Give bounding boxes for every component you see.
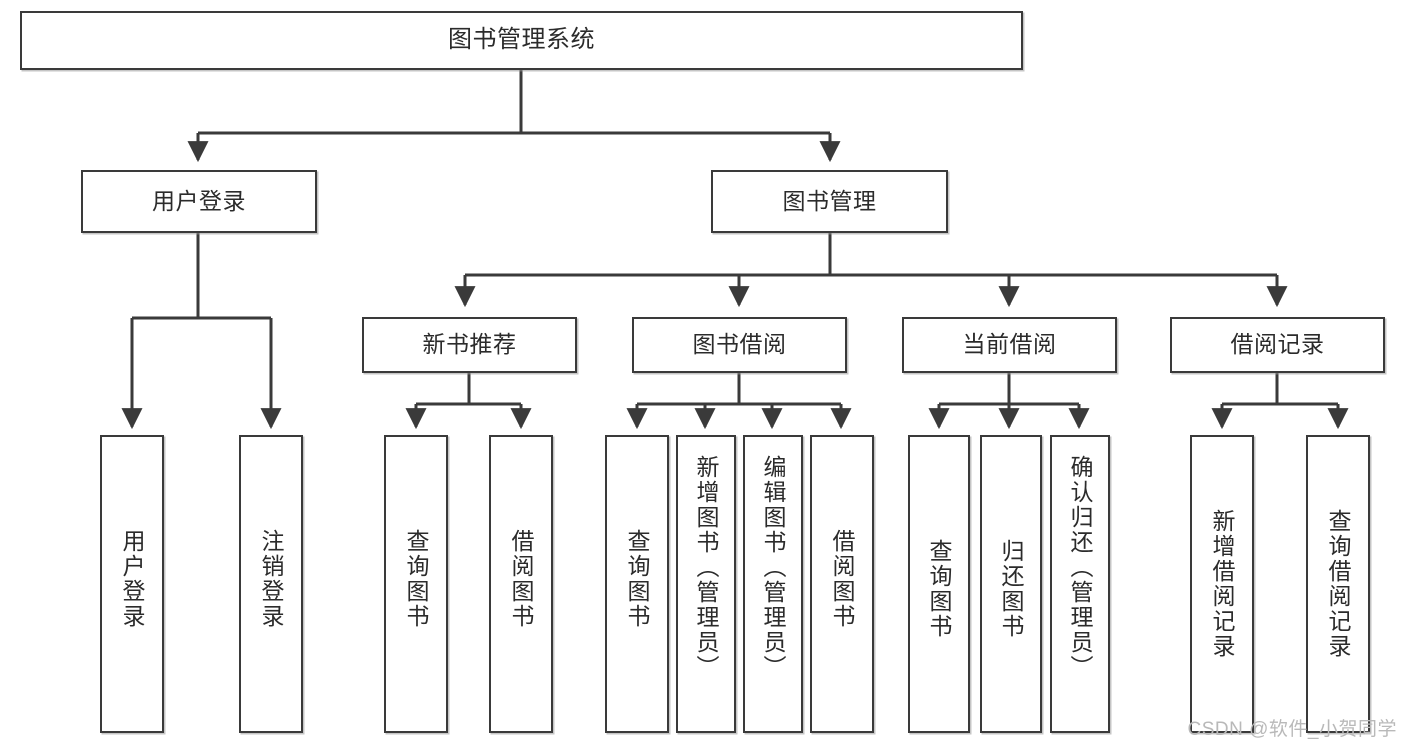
- node-book-manage-label: 图书管理: [782, 187, 877, 214]
- node-borrow-record[interactable]: 借阅记录: [1170, 317, 1385, 373]
- leaf-user-login-label: 用户登录: [119, 529, 146, 629]
- leaf-logout-login-label: 注销登录: [258, 529, 285, 629]
- leaf-add-record[interactable]: 新增借阅记录: [1190, 435, 1254, 733]
- node-new-book-recommend-label: 新书推荐: [422, 331, 517, 358]
- leaf-return-book-label: 归还图书: [998, 539, 1025, 639]
- node-borrow-record-label: 借阅记录: [1230, 331, 1325, 358]
- leaf-user-login[interactable]: 用户登录: [100, 435, 164, 733]
- node-root-label: 图书管理系统: [448, 26, 595, 54]
- leaf-edit-book-label: 编辑图书（管理员）: [760, 455, 787, 680]
- node-new-book-recommend[interactable]: 新书推荐: [362, 317, 577, 373]
- node-current-borrow-label: 当前借阅: [962, 331, 1057, 358]
- leaf-query-book-1-label: 查询图书: [403, 529, 430, 629]
- leaf-query-book-2-label: 查询图书: [624, 529, 651, 629]
- leaf-logout-login[interactable]: 注销登录: [239, 435, 303, 733]
- node-book-borrow[interactable]: 图书借阅: [632, 317, 847, 373]
- watermark-text: CSDN @软件_小贺同学: [1187, 719, 1397, 740]
- leaf-confirm-return-label: 确认归还（管理员）: [1067, 455, 1094, 680]
- node-book-borrow-label: 图书借阅: [692, 331, 787, 358]
- node-user-login-label: 用户登录: [152, 187, 246, 214]
- leaf-borrow-book-1[interactable]: 借阅图书: [489, 435, 553, 733]
- leaf-query-book-3-label: 查询图书: [926, 539, 953, 639]
- leaf-add-book[interactable]: 新增图书（管理员）: [676, 435, 736, 733]
- leaf-edit-book[interactable]: 编辑图书（管理员）: [743, 435, 803, 733]
- leaf-return-book[interactable]: 归还图书: [980, 435, 1042, 733]
- leaf-borrow-book-2[interactable]: 借阅图书: [810, 435, 874, 733]
- node-current-borrow[interactable]: 当前借阅: [902, 317, 1117, 373]
- leaf-confirm-return[interactable]: 确认归还（管理员）: [1050, 435, 1110, 733]
- leaf-query-record[interactable]: 查询借阅记录: [1306, 435, 1370, 733]
- leaf-borrow-book-2-label: 借阅图书: [829, 529, 856, 629]
- leaf-borrow-book-1-label: 借阅图书: [508, 529, 535, 629]
- leaf-add-record-label: 新增借阅记录: [1209, 509, 1236, 659]
- leaf-query-book-2[interactable]: 查询图书: [605, 435, 669, 733]
- leaf-query-book-3[interactable]: 查询图书: [908, 435, 970, 733]
- leaf-query-book-1[interactable]: 查询图书: [384, 435, 448, 733]
- leaf-add-book-label: 新增图书（管理员）: [693, 455, 720, 680]
- node-root[interactable]: 图书管理系统: [20, 11, 1023, 70]
- node-user-login[interactable]: 用户登录: [81, 170, 317, 233]
- node-book-manage[interactable]: 图书管理: [711, 170, 948, 233]
- leaf-query-record-label: 查询借阅记录: [1325, 509, 1352, 659]
